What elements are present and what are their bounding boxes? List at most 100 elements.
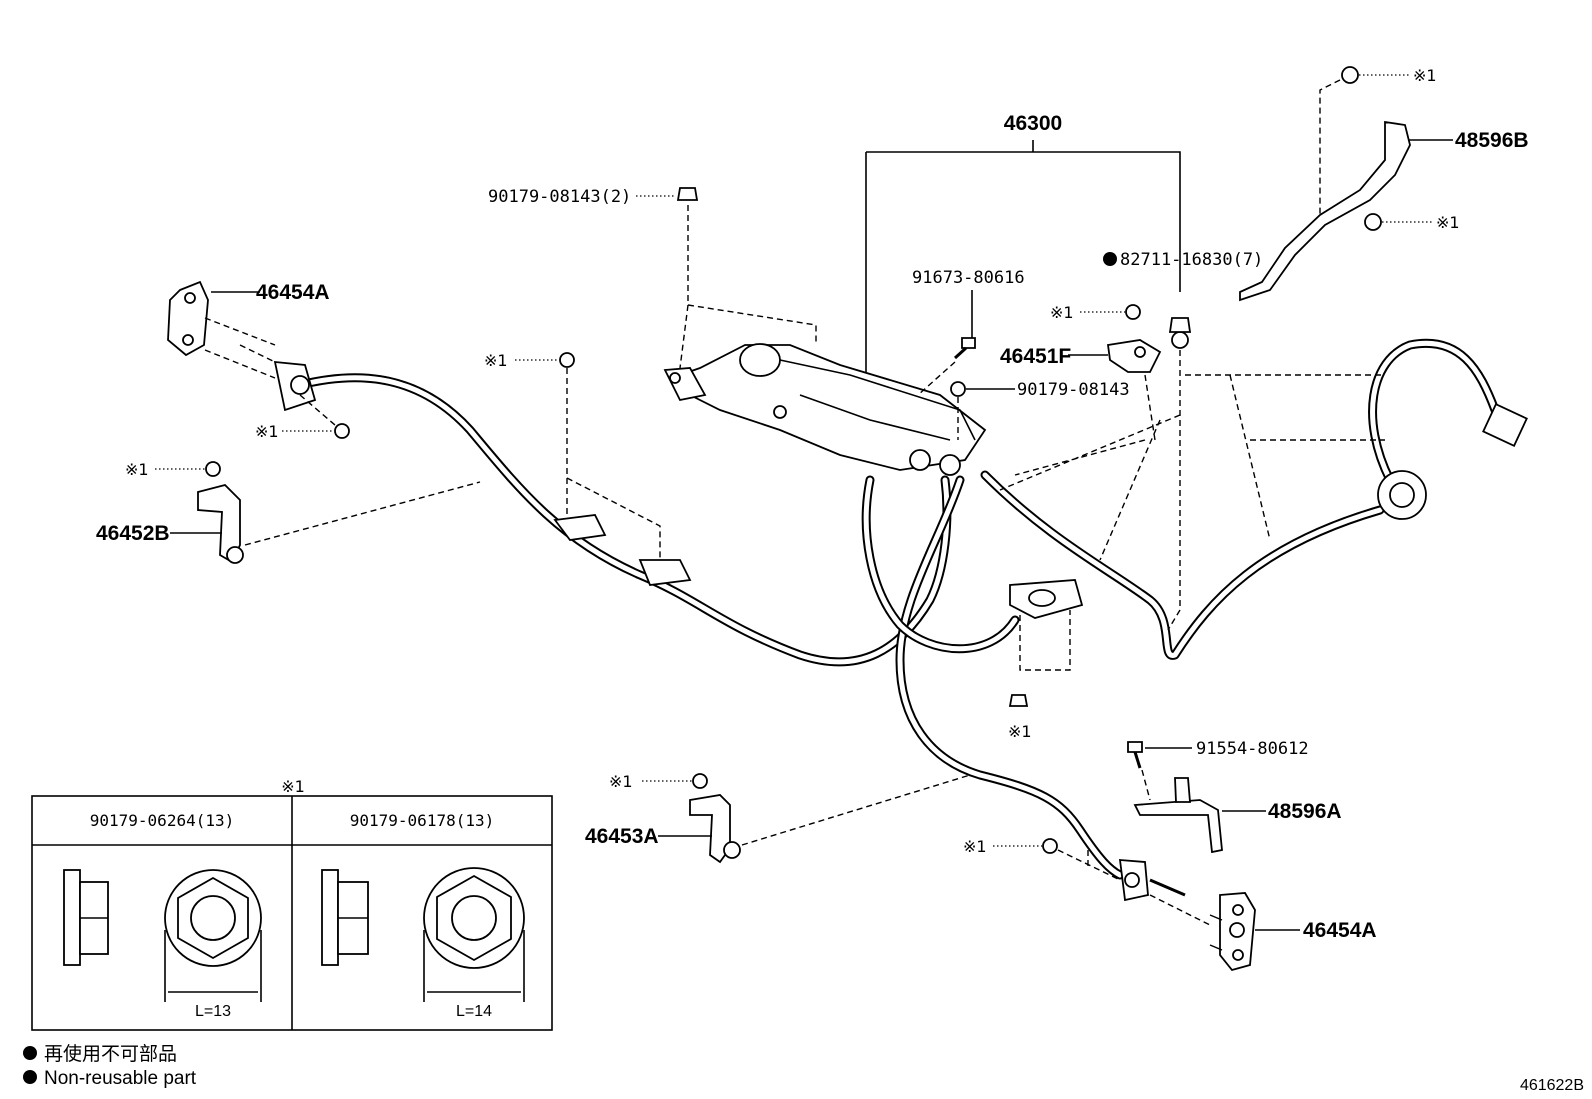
actuator-ridge bbox=[779, 359, 976, 441]
dash-bolt bbox=[1141, 769, 1151, 801]
label-46300: 46300 bbox=[1004, 112, 1062, 135]
legend-en: Non-reusable part bbox=[44, 1068, 197, 1089]
callout-bracket-46300 bbox=[865, 151, 1181, 372]
label-46454A-top: 46454A bbox=[256, 281, 330, 304]
nut-ref1 bbox=[1341, 66, 1359, 84]
dash-harness bbox=[1099, 374, 1271, 561]
clamp-loop bbox=[226, 546, 244, 564]
cable-rod bbox=[1149, 878, 1186, 897]
label-46453A: 46453A bbox=[585, 825, 659, 848]
clamp-46453A: ※1 46453A bbox=[585, 772, 971, 864]
ref-mark: ※1 bbox=[125, 460, 149, 479]
clip-head bbox=[1168, 317, 1192, 333]
anchor-hole bbox=[1232, 949, 1244, 961]
mount-bolt bbox=[773, 405, 787, 419]
ref-mark: ※1 bbox=[1436, 213, 1460, 232]
figure-number: 461622B bbox=[1520, 1077, 1584, 1094]
clip-ring bbox=[1171, 331, 1189, 349]
lower-harness-core bbox=[863, 477, 1018, 652]
bracket-hole bbox=[1134, 346, 1146, 358]
dash-connector bbox=[1185, 374, 1385, 441]
connector-plug bbox=[1482, 403, 1528, 447]
label-48596A: 48596A bbox=[1268, 800, 1342, 823]
dash-48596B bbox=[1319, 79, 1341, 222]
dash-mount-a bbox=[566, 368, 661, 570]
assembly-line-clamp bbox=[741, 774, 971, 846]
bracket-46300: 46300 bbox=[865, 112, 1181, 372]
nut-drawing-2: L=14 bbox=[321, 867, 525, 1020]
connector-loop bbox=[1368, 338, 1500, 485]
clip-82711-16830: 82711-16830(7) bbox=[999, 250, 1385, 631]
nut-ref1 bbox=[1042, 838, 1058, 854]
non-reusable-dot bbox=[1103, 252, 1117, 266]
nut-icon bbox=[950, 381, 966, 397]
nut-ref1 bbox=[334, 423, 350, 439]
clamp-loop bbox=[723, 841, 741, 859]
mount-hole bbox=[669, 372, 681, 384]
ref-mark: ※1 bbox=[963, 837, 987, 856]
actuator-motor bbox=[739, 343, 781, 377]
cable-clip bbox=[553, 514, 607, 541]
label-46454A-bottom: 46454A bbox=[1303, 919, 1377, 942]
actuator-46300 bbox=[663, 343, 987, 476]
plate-hole bbox=[1028, 589, 1056, 607]
nut-drawing-1: L=13 bbox=[63, 869, 262, 1020]
nut-90179-08143: 90179-08143 bbox=[950, 380, 1130, 440]
legend: 再使用不可部品 Non-reusable part bbox=[23, 1043, 197, 1089]
grommet-inner bbox=[1389, 482, 1415, 508]
bracket-48596A: 91554-80612 48596A bbox=[1127, 739, 1342, 854]
anchor-hole bbox=[182, 334, 194, 346]
actuator-body bbox=[678, 344, 987, 471]
right-harness-core bbox=[982, 472, 1383, 658]
nut-ref1 bbox=[1364, 213, 1382, 231]
dim-label-2: L=14 bbox=[456, 1003, 492, 1020]
actuator-port-1 bbox=[909, 449, 931, 471]
dash-anchor bbox=[1057, 849, 1211, 926]
bracket-body bbox=[1239, 120, 1411, 302]
label-90179-08143: 90179-08143 bbox=[1017, 380, 1130, 400]
clamp-body bbox=[689, 794, 731, 864]
nut-ref1 bbox=[559, 352, 575, 368]
middle-plate: ※1 bbox=[1008, 579, 1084, 741]
assembly-lines bbox=[204, 317, 276, 379]
anchor-hole bbox=[1232, 904, 1244, 916]
dash-bolt bbox=[917, 361, 956, 396]
connector-loop-core bbox=[1370, 340, 1498, 483]
table-col-1: 90179-06264(13) bbox=[90, 811, 235, 830]
anchor-plate-top bbox=[167, 280, 209, 357]
cable-eye bbox=[290, 375, 310, 395]
actuator-port-2 bbox=[939, 454, 961, 476]
left-cable-core bbox=[297, 375, 950, 665]
anchor-hole bbox=[184, 292, 196, 304]
assembly-line-nut bbox=[299, 394, 336, 426]
label-91673-80616: 91673-80616 bbox=[912, 268, 1025, 288]
bolt-ref1 bbox=[1008, 694, 1029, 707]
brake-cables bbox=[295, 338, 1500, 880]
table-title: ※1 bbox=[281, 777, 305, 796]
legend-dot-en bbox=[23, 1070, 37, 1084]
right-harness bbox=[980, 470, 1385, 660]
nut-ref1 bbox=[692, 773, 708, 789]
bolt-shank bbox=[953, 346, 968, 360]
clamp-46452B: ※1 46452B bbox=[96, 460, 481, 564]
mounting-left: ※1 bbox=[484, 351, 692, 586]
dash-plate bbox=[1019, 610, 1071, 671]
nut-ref1 bbox=[205, 461, 221, 477]
nut-bore bbox=[451, 895, 497, 941]
label-48596B: 48596B bbox=[1455, 129, 1529, 152]
nut-icon bbox=[676, 187, 699, 201]
label-46452B: 46452B bbox=[96, 522, 170, 545]
label-46451F: 46451F bbox=[1000, 345, 1071, 368]
dash-actuator-mount bbox=[679, 205, 817, 369]
harness-connector bbox=[1377, 403, 1528, 520]
center-cable bbox=[895, 475, 1125, 880]
bolt-head bbox=[961, 337, 976, 349]
nut-flange bbox=[63, 869, 81, 966]
assembly-line-clamp bbox=[244, 481, 481, 546]
ref-mark: ※1 bbox=[1413, 66, 1437, 85]
nut-bore bbox=[190, 895, 236, 941]
label-91554-80612: 91554-80612 bbox=[1196, 739, 1309, 759]
nut-spec-table: ※1 90179-06264(13) 90179-06178(13) L=13 bbox=[31, 777, 553, 1031]
dim-label-1: L=13 bbox=[195, 1003, 231, 1020]
